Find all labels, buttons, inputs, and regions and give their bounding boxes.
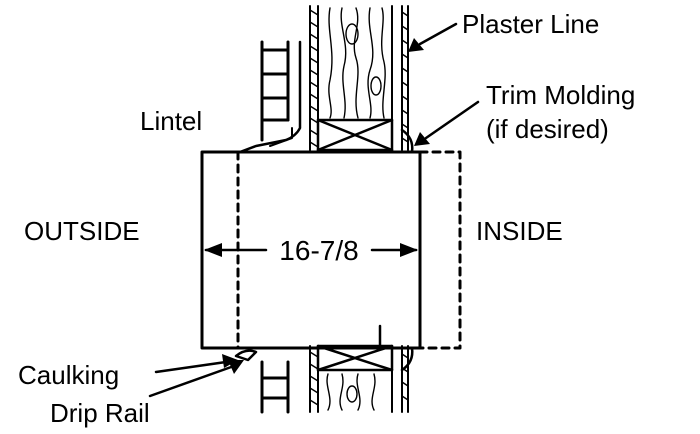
trim-molding-arrow [414,132,430,146]
dimension-label: 16-7/8 [279,235,358,266]
plaster-line-label: Plaster Line [462,9,599,39]
drip-rail-leader [148,364,236,398]
wood-grain-lower [326,373,376,411]
lintel-label: Lintel [140,106,202,136]
wall-sheathing-upper [309,5,409,151]
plaster-line-leader [418,22,458,46]
brick-wall-lower [260,360,290,414]
drip-rail-shape [234,349,258,362]
outside-label: OUTSIDE [24,216,140,246]
unit-inside-dashed [418,150,462,350]
lintel-flashing [269,127,293,147]
caulking-label: Caulking [18,360,119,390]
trim-molding-bottom [400,346,414,372]
wood-grain-upper [328,7,386,119]
trim-molding-note: (if desired) [486,114,609,144]
sill-block-lower [316,344,394,372]
dimension-arrow-right [400,243,418,257]
drip-rail-arrow [228,360,244,374]
plaster-line-arrow [408,38,424,52]
trim-molding-leader [424,100,480,140]
header-block-upper [316,118,394,152]
trim-molding-label: Trim Molding [486,80,635,110]
brick-wall-upper [260,40,290,142]
trim-molding-top [400,128,414,154]
drip-rail-label: Drip Rail [50,398,150,428]
inside-label: INSIDE [476,216,563,246]
unit-body [200,150,422,350]
dimension-arrow-left [204,243,222,257]
caulking-leader [154,360,228,374]
